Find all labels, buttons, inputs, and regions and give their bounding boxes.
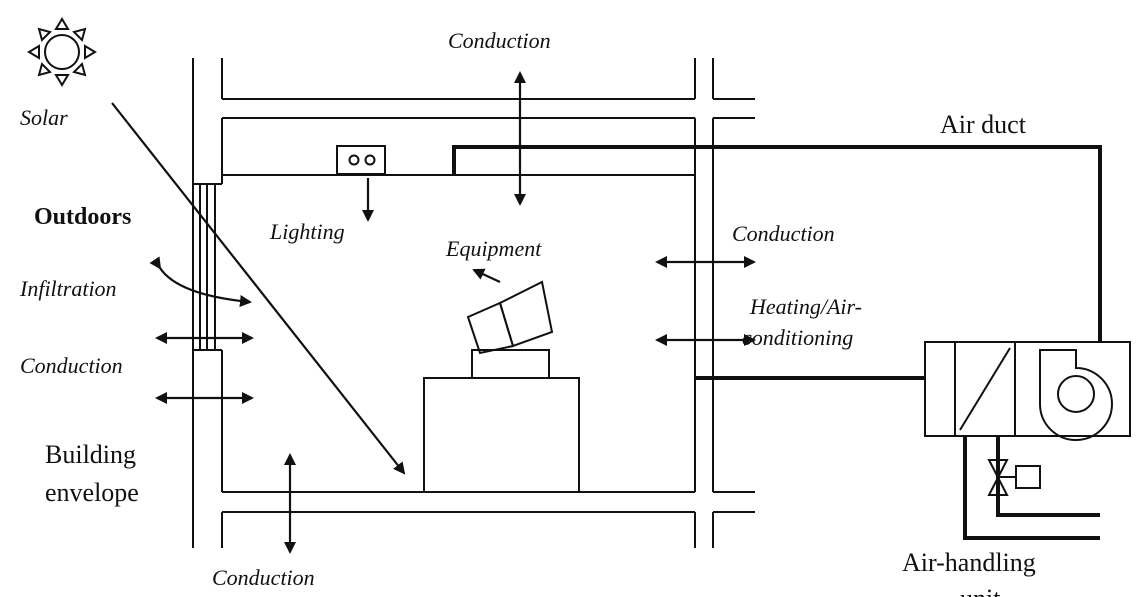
label-outdoors: Outdoors: [34, 204, 131, 230]
sun-icon: [27, 17, 97, 87]
solar-ray-arrow: [111, 102, 406, 475]
label-building-line2: envelope: [45, 478, 139, 507]
air-duct: [452, 145, 1102, 380]
valve-icon: [987, 459, 1041, 496]
label-lighting: Lighting: [269, 219, 345, 244]
label-conduction-right: Conduction: [732, 221, 835, 246]
label-conduction-top: Conduction: [448, 28, 551, 53]
label-heating-line1: Heating/Air-: [749, 294, 862, 319]
label-equipment: Equipment: [445, 236, 542, 261]
light-fixture-icon: [336, 145, 386, 175]
label-heating-line2: conditioning: [742, 325, 853, 350]
fan-icon: [1039, 349, 1113, 441]
equipment-heat-arrow: [472, 268, 501, 283]
label-solar: Solar: [20, 105, 68, 130]
label-conduction-bottom: Conduction: [212, 565, 315, 590]
label-ahu-line2: unit: [960, 584, 1001, 597]
infiltration-arrow: [149, 256, 252, 308]
equipment-icon: [423, 280, 580, 493]
air-handling-unit: [924, 341, 1131, 437]
label-ahu-line1: Air-handling: [902, 548, 1036, 577]
label-air-duct: Air duct: [940, 110, 1027, 139]
coil-icon: [959, 347, 1011, 431]
label-building-line1: Building: [45, 440, 136, 469]
label-infiltration: Infiltration: [19, 276, 117, 301]
label-conduction-left: Conduction: [20, 353, 123, 378]
building-envelope-walls: [192, 58, 755, 548]
coolant-pipes: [963, 436, 1100, 540]
